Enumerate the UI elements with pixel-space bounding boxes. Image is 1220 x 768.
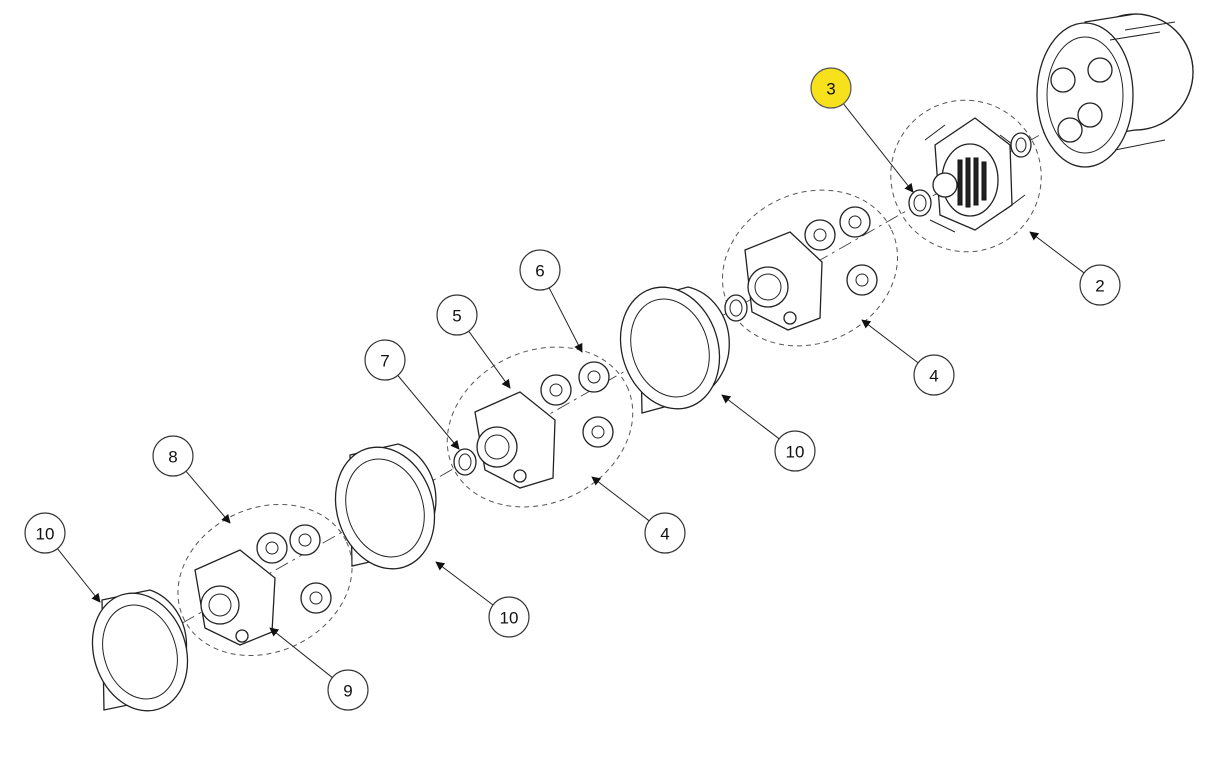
- callout-bubble-c4a[interactable]: [913, 354, 955, 396]
- ring-gear-middle: [334, 443, 437, 570]
- callout-label-c3: 3: [826, 80, 835, 99]
- leader-line-c5: [468, 330, 511, 389]
- callout-bubble-c5[interactable]: [436, 294, 478, 336]
- callout-layer: 3 2 4 10 6 5 7 4 8 10 10 9: [24, 67, 1121, 711]
- callout-bubble-c4b[interactable]: [644, 512, 686, 554]
- callout-bubble-c2[interactable]: [1079, 264, 1121, 306]
- callout-label-c2: 2: [1095, 277, 1104, 296]
- stage-2-group-outline: [890, 99, 1042, 253]
- leader-line-c4b: [591, 476, 650, 522]
- callout-bubble-c8[interactable]: [152, 435, 194, 477]
- leader-line-c7: [397, 375, 460, 450]
- callout-bubble-c7[interactable]: [364, 339, 406, 381]
- leader-line-c2: [1029, 231, 1085, 274]
- callout-label-c5: 5: [452, 307, 461, 326]
- callout-label-c6: 6: [535, 262, 544, 281]
- leader-line-c9: [269, 627, 333, 678]
- callout-label-c8: 8: [168, 448, 177, 467]
- callout-bubble-c3[interactable]: [810, 67, 852, 109]
- callout-label-c4a: 4: [929, 367, 938, 386]
- callout-label-c4b: 4: [660, 525, 669, 544]
- stage-b-group-outline: [446, 346, 634, 508]
- callout-label-c10c: 10: [36, 525, 55, 544]
- callout-label-c10b: 10: [500, 609, 519, 628]
- stage-a-washer: [724, 294, 748, 322]
- assembly-axis: [134, 94, 1111, 651]
- ring-gear-lower: [91, 589, 189, 712]
- stage-a-planet-gears: [804, 206, 878, 296]
- output-carrier: [924, 117, 1026, 233]
- callout-bubble-c9[interactable]: [327, 669, 369, 711]
- callout-bubble-c10b[interactable]: [488, 596, 530, 638]
- leader-line-c3: [842, 103, 914, 193]
- leader-line-c10c: [57, 548, 101, 603]
- stage-c-group-outline: [177, 503, 353, 657]
- motor-housing: [1036, 13, 1194, 168]
- stage-a-carrier: [744, 231, 823, 331]
- stage-b-carrier: [474, 391, 556, 489]
- callout-label-c10a: 10: [786, 443, 805, 462]
- stage-a-group-outline: [721, 189, 899, 347]
- thrust-washer-3: [908, 189, 932, 217]
- leader-line-c10a: [721, 394, 780, 440]
- leader-line-c4a: [861, 319, 919, 364]
- callout-bubble-c6[interactable]: [519, 249, 561, 291]
- thrust-washer-top: [1010, 132, 1032, 158]
- stage-b-washer: [453, 448, 477, 476]
- callout-bubble-c10c[interactable]: [24, 512, 66, 554]
- leader-line-c10b: [435, 561, 494, 606]
- ring-gear-upper: [619, 286, 730, 414]
- callout-label-c7: 7: [380, 352, 389, 371]
- callout-label-c9: 9: [343, 682, 352, 701]
- stage-c-planet-gears: [256, 524, 332, 614]
- output-carrier-stage-c: [194, 549, 276, 646]
- leader-line-c6: [548, 287, 583, 353]
- leader-line-c8: [185, 470, 231, 524]
- stage-b-planet-gears: [540, 361, 614, 448]
- callout-bubble-c10a[interactable]: [774, 430, 816, 472]
